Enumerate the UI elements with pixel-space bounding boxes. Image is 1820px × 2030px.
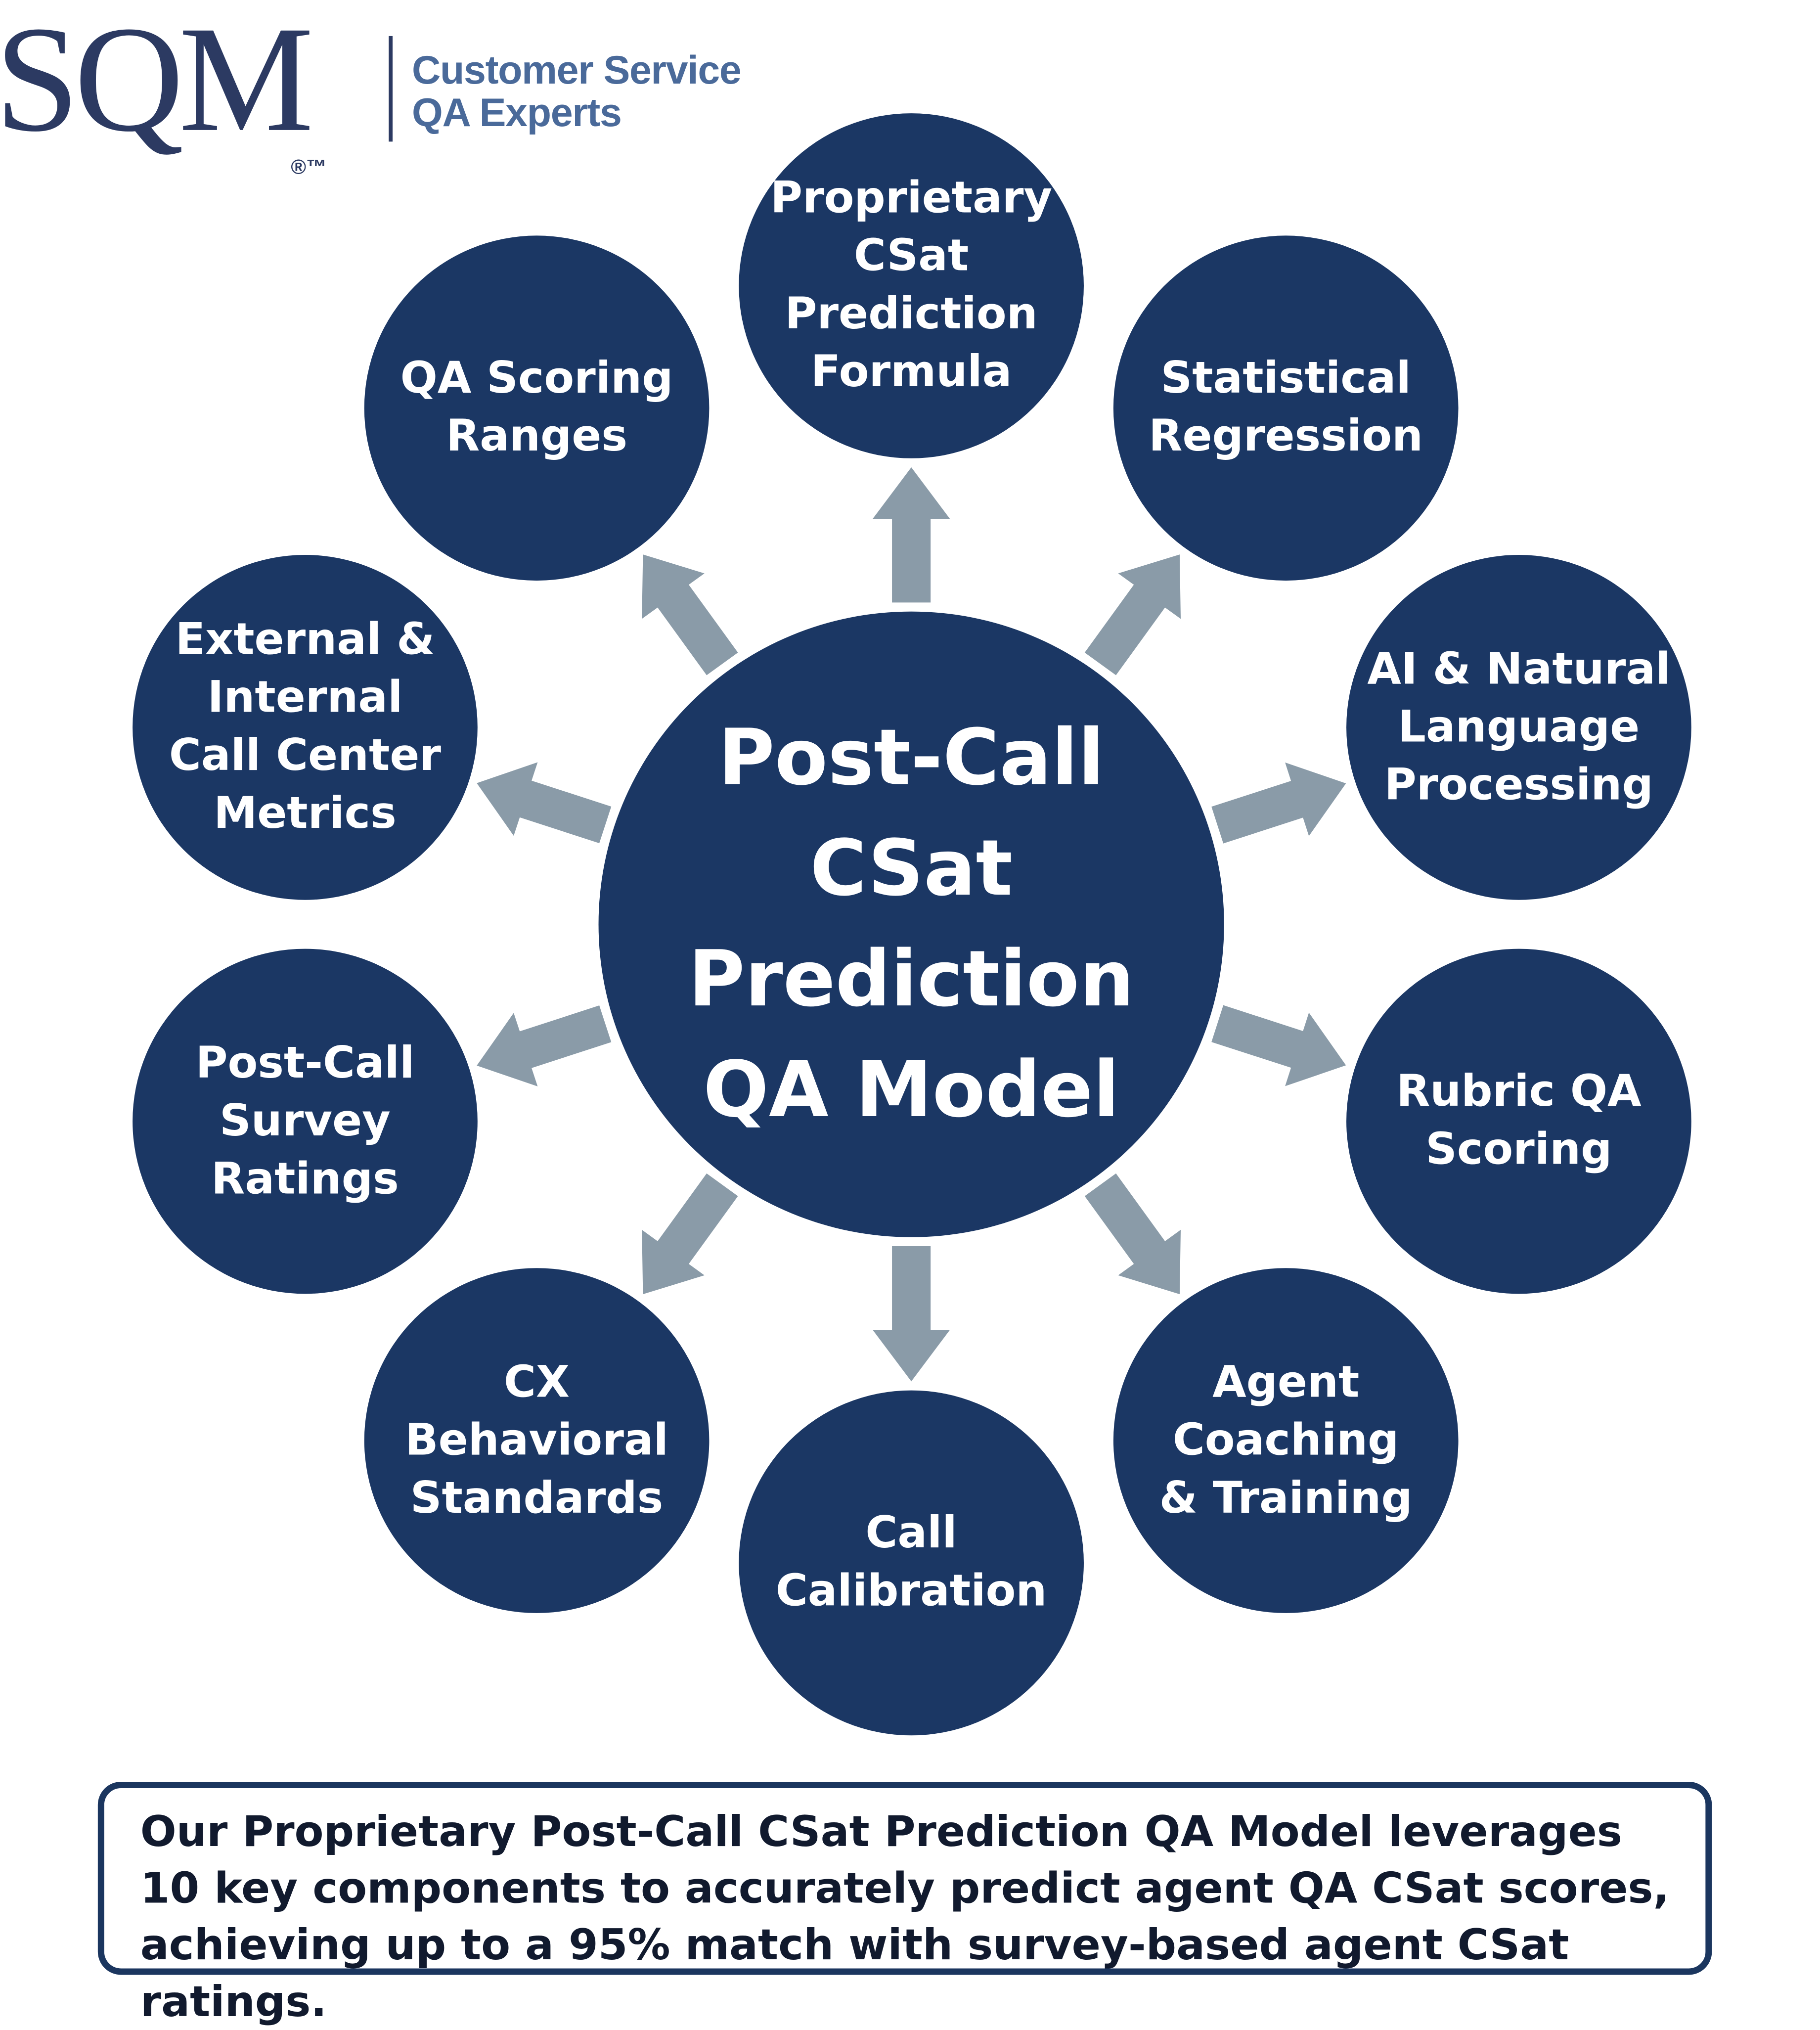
- arrow-icon: [873, 1246, 950, 1382]
- logo-wordmark: SQM: [0, 0, 314, 164]
- center-node: Post-Call CSat Prediction QA Model: [598, 611, 1224, 1237]
- sqm-logo: SQM Customer Service QA Experts ®™: [0, 0, 772, 206]
- node-ai-nlp: AI & Natural Language Processing: [1346, 555, 1691, 900]
- trademark-marks: ®™: [291, 157, 327, 179]
- summary-box: Our Proprietary Post-Call CSat Predictio…: [97, 1781, 1712, 2027]
- node-agent-coaching: Agent Coaching & Training: [1113, 1268, 1459, 1613]
- arrow-icon: [477, 762, 612, 844]
- node-rubric-qa-scoring: Rubric QA Scoring: [1346, 948, 1691, 1294]
- arrow-icon: [1211, 1005, 1346, 1086]
- tagline-line-1: Customer Service: [412, 47, 742, 93]
- arrow-icon: [873, 467, 950, 603]
- arrow-icon: [642, 554, 738, 676]
- node-post-call-survey: Post-Call Survey Ratings: [133, 948, 478, 1294]
- node-call-center-metrics: External & Internal Call Center Metrics: [133, 555, 478, 900]
- arrow-icon: [1211, 762, 1346, 844]
- tagline-line-2: QA Experts: [412, 90, 622, 135]
- arrow-icon: [642, 1173, 738, 1295]
- node-call-calibration: Call Calibration: [739, 1390, 1084, 1736]
- logo-tagline: Customer Service QA Experts: [412, 47, 742, 135]
- node-qa-scoring-ranges: QA Scoring Ranges: [364, 235, 710, 581]
- node-cx-behavioral-standards: CX Behavioral Standards: [364, 1268, 710, 1613]
- arrow-icon: [1084, 1173, 1181, 1295]
- arrow-icon: [477, 1005, 612, 1086]
- logo-divider: [389, 36, 393, 142]
- node-statistical-regression: Statistical Regression: [1113, 235, 1459, 581]
- arrow-icon: [1084, 554, 1181, 676]
- node-proprietary-formula: Proprietary CSat Prediction Formula: [739, 113, 1084, 458]
